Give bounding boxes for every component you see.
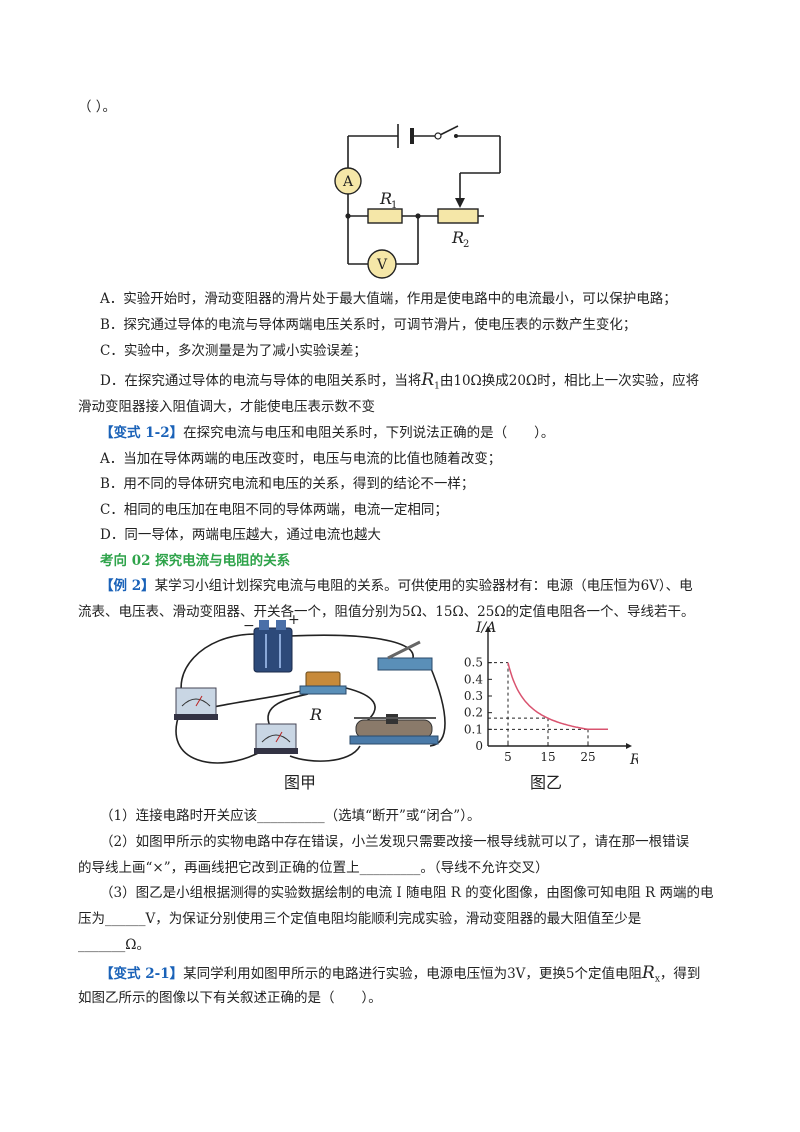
circuit-diagram-1: A V R 1 R 2 [334, 124, 501, 279]
option-d: D．在探究通过导体的电流与导体的电阻关系时，当将R1由10Ω换成20Ω时，相比上… [100, 370, 700, 392]
resistor-r1 [367, 208, 403, 224]
y-axis-arrow [485, 626, 491, 632]
y-tick-label: 0.1 [464, 722, 483, 736]
ammeter-icon [334, 167, 362, 195]
ammeter-icon [254, 723, 298, 754]
x-tick-label: 5 [504, 750, 512, 764]
variant-1-2-option-a: A．当加在导体两端的电压改变时，电压与电流的比值也随着改变； [100, 451, 502, 467]
y-tick-label: 0.2 [464, 706, 483, 720]
variant-1-2-option-b: B．用不同的导体研究电流和电压的关系，得到的结论不一样； [100, 476, 475, 492]
y-tick-label: 0.3 [464, 689, 483, 703]
variant-1-2-stem: 【变式 1-2】在探究电流与电压和电阻关系时，下列说法正确的是（ ）。 [100, 425, 555, 441]
switch-icon [377, 640, 433, 671]
option-d-continued: 滑动变阻器接入阻值调大，才能使电压表示数不变 [78, 399, 375, 415]
svg-text:A: A [342, 174, 354, 190]
x-tick-label: 25 [580, 750, 595, 764]
y-axis-label: I/A [475, 620, 496, 636]
y-tick-label: 0 [475, 739, 483, 753]
y-tick-label: 0.4 [464, 672, 483, 686]
answer-bracket: （ ）。 [78, 99, 117, 115]
fixed-resistor-icon [299, 671, 347, 695]
x-axis-arrow [626, 743, 632, 749]
figure-left-caption: 图甲 [284, 773, 317, 792]
subquestion-2-line1: （2）如图甲所示的实物电路中存在错误，小兰发现只需要改接一根导线就可以了，请在那… [100, 834, 690, 850]
svg-text:R: R [379, 189, 392, 208]
option-b: B．探究通过导体的电流与导体两端电压关系时，可调节滑片，使电压表的示数产生变化； [100, 317, 637, 333]
i-r-curve [507, 662, 608, 731]
subquestion-2-line2: 的导线上画“×”，再画线把它改到正确的位置上_________。（导线不允许交叉… [78, 860, 549, 876]
svg-text:2: 2 [463, 239, 469, 250]
subquestion-3-line3: _______Ω。 [78, 937, 150, 953]
option-c: C．实验中，多次测量是为了减小实验误差； [100, 343, 367, 359]
rheostat-r2 [437, 208, 479, 224]
subquestion-1: （1）连接电路时开关应该__________（选填“断开”或“闭合”）。 [100, 808, 481, 824]
svg-text:1: 1 [391, 200, 397, 211]
subquestion-3-line1: （3）图乙是小组根据测得的实验数据绘制的电流 I 随电阻 R 的变化图像，由图像… [100, 885, 714, 901]
variant-2-1-line2: 如图乙所示的图像以下有关叙述正确的是（ ）。 [78, 990, 382, 1006]
example-2-line2: 流表、电压表、滑动变阻器、开关各一个，阻值分别为5Ω、15Ω、25Ω的定值电阻各… [78, 604, 695, 620]
variant-1-2-option-d: D．同一导体，两端电压越大，通过电流也越大 [100, 527, 381, 543]
battery-icon [253, 620, 293, 673]
svg-text:V: V [376, 257, 388, 273]
example-2-line1: 【例 2】某学习小组计划探究电流与电阻的关系。可供使用的实验器材有：电源（电压恒… [100, 578, 693, 594]
y-tick-label: 0.5 [464, 656, 483, 670]
figure-physical-circuit: − + R [174, 614, 446, 764]
svg-text:−: − [243, 618, 255, 634]
figure-right-caption: 图乙 [530, 773, 563, 792]
voltmeter-icon [174, 687, 218, 720]
subquestion-3-line2: 压为______V，为保证分别使用三个定值电阻均能顺利完成实验，滑动变阻器的最大… [78, 911, 642, 927]
svg-text:R: R [309, 705, 322, 724]
x-axis-label: R/Ω [629, 752, 638, 768]
svg-text:R: R [451, 228, 464, 247]
variant-2-1-line1: 【变式 2-1】某同学利用如图甲所示的电路进行实验，电源电压恒为3V，更换5个定… [100, 963, 701, 985]
svg-text:+: + [288, 614, 300, 628]
x-tick-label: 15 [540, 750, 555, 764]
rheostat-icon [349, 714, 439, 745]
voltmeter-icon [367, 249, 397, 279]
section-heading: 考向 02 探究电流与电阻的关系 [100, 553, 291, 569]
figure-i-r-chart: 0 0.1 0.2 0.3 0.4 0.5 5 15 25 I/A R/Ω [464, 620, 638, 768]
variant-1-2-option-c: C．相同的电压加在电阻不同的导体两端，电流一定相同； [100, 502, 448, 518]
option-a: A．实验开始时，滑动变阻器的滑片处于最大值端，作用是使电路中的电流最小，可以保护… [100, 291, 677, 307]
